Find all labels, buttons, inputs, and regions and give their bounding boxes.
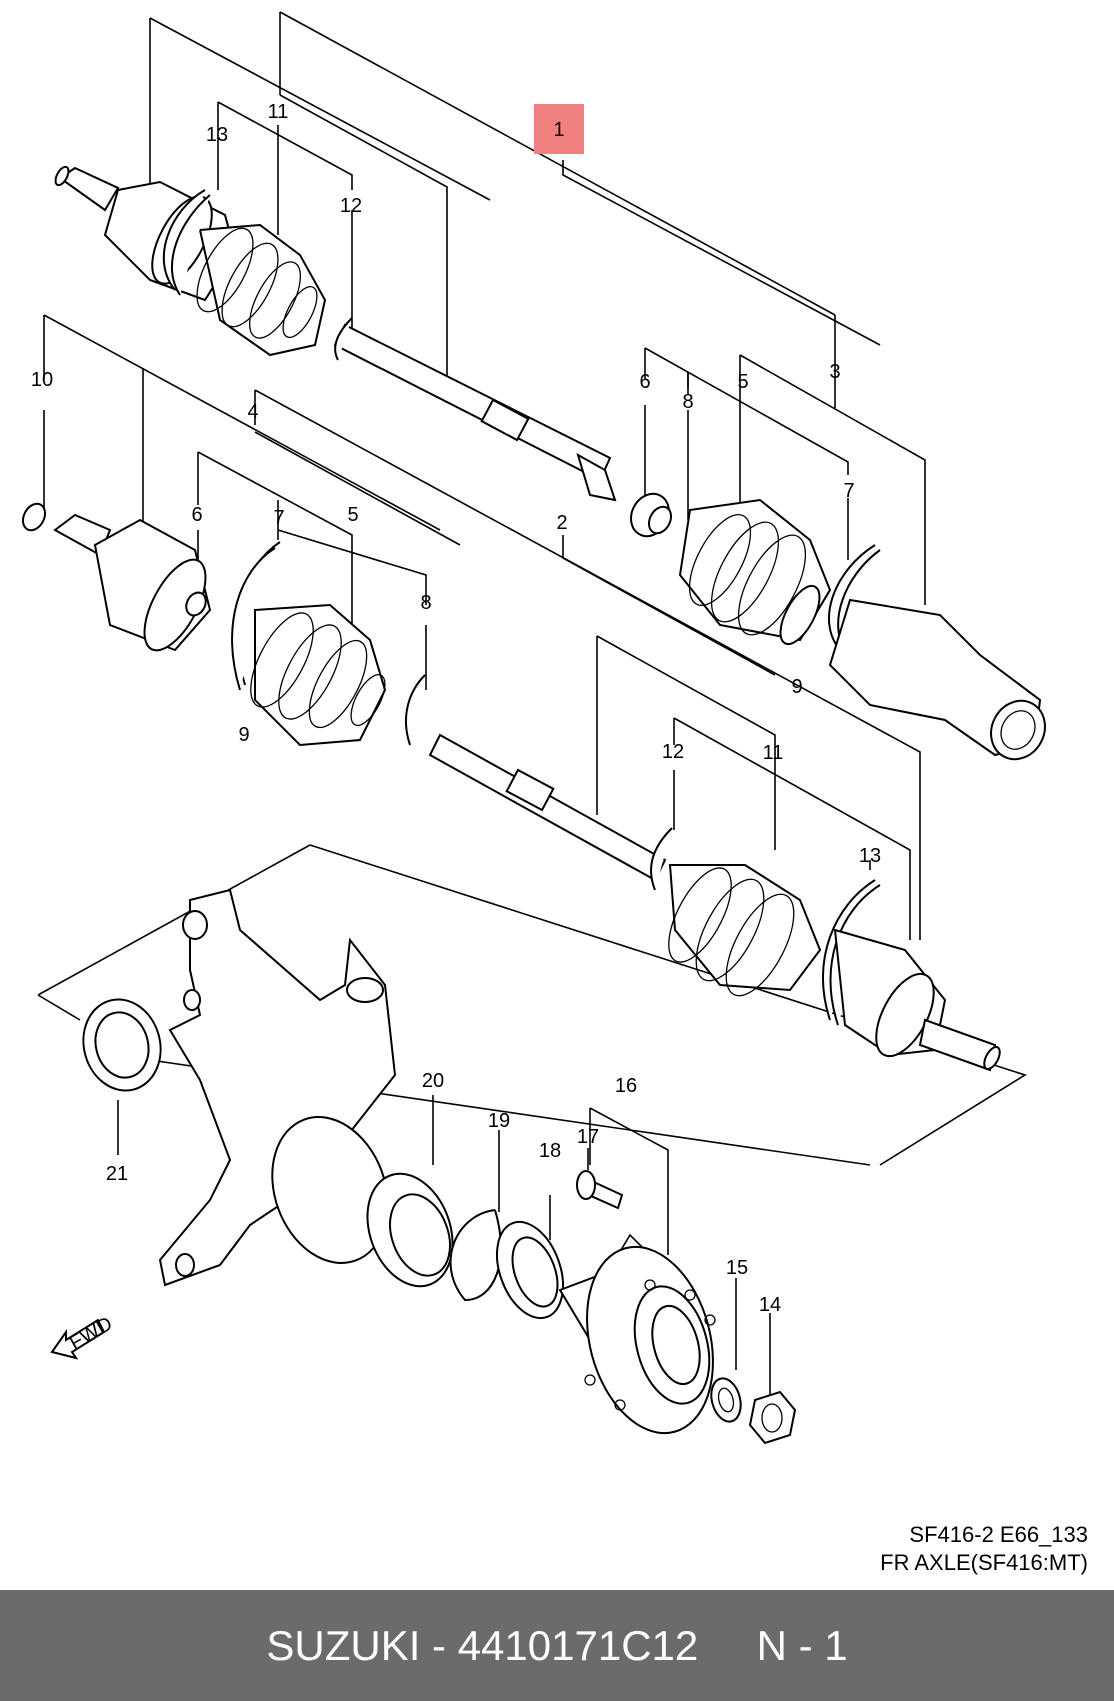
knuckle-hub-assembly	[82, 888, 797, 1445]
callout-16[interactable]: 16	[615, 1075, 637, 1097]
callout-1[interactable]: 1	[553, 119, 564, 141]
callout-12-upper[interactable]: 12	[340, 195, 362, 217]
callout-19[interactable]: 19	[488, 1110, 510, 1132]
bracket-lines	[37, 11, 1027, 1395]
parts-diagram: FWD 1 2 3 4 5 5 6 6 7 7 8 8 9 9 10 11 11…	[21, 11, 1046, 1445]
callout-1-highlight	[534, 104, 584, 154]
callout-9-lower[interactable]: 9	[238, 724, 249, 746]
callout-13-upper[interactable]: 13	[206, 124, 228, 146]
callout-labels: 1 2 3 4 5 5 6 6 7 7 8 8 9 9 10 11 11 12 …	[31, 101, 881, 1316]
callout-8-lower[interactable]: 8	[420, 592, 431, 614]
callout-11-upper[interactable]: 11	[268, 101, 289, 123]
callout-13-lower[interactable]: 13	[859, 845, 881, 867]
upper-drive-shaft	[54, 165, 1046, 761]
callout-7-lower[interactable]: 7	[273, 507, 284, 529]
footer-bar: SUZUKI - 4410171C12 N - 1	[0, 1590, 1114, 1701]
callout-3[interactable]: 3	[829, 361, 840, 383]
callout-6-upper[interactable]: 6	[639, 371, 650, 393]
callout-20[interactable]: 20	[422, 1070, 444, 1092]
callout-14[interactable]: 14	[759, 1294, 781, 1316]
callout-7-upper[interactable]: 7	[843, 480, 854, 502]
callout-10[interactable]: 10	[31, 369, 53, 391]
callout-9-upper[interactable]: 9	[791, 676, 802, 698]
callout-12-lower[interactable]: 12	[662, 741, 684, 763]
diagram-code: SF416-2 E66_133	[909, 1522, 1088, 1547]
fwd-arrow-icon: FWD	[50, 1313, 116, 1360]
callout-5-upper[interactable]: 5	[737, 371, 748, 393]
callout-2[interactable]: 2	[556, 512, 567, 534]
callout-21[interactable]: 21	[106, 1163, 128, 1185]
callout-4[interactable]: 4	[247, 401, 258, 423]
callout-18[interactable]: 18	[539, 1140, 561, 1162]
callout-17[interactable]: 17	[577, 1126, 599, 1148]
callout-5-lower[interactable]: 5	[347, 504, 358, 526]
fwd-label: FWD	[66, 1313, 116, 1355]
callout-11-lower[interactable]: 11	[763, 742, 784, 764]
callout-8-upper[interactable]: 8	[682, 391, 693, 413]
callout-6-lower[interactable]: 6	[191, 504, 202, 526]
diagram-title: FR AXLE(SF416:MT)	[880, 1550, 1088, 1575]
lower-drive-shaft	[21, 502, 1001, 1072]
callout-15[interactable]: 15	[726, 1257, 748, 1279]
part-number-label: SUZUKI - 4410171C12 N - 1	[266, 1621, 848, 1669]
